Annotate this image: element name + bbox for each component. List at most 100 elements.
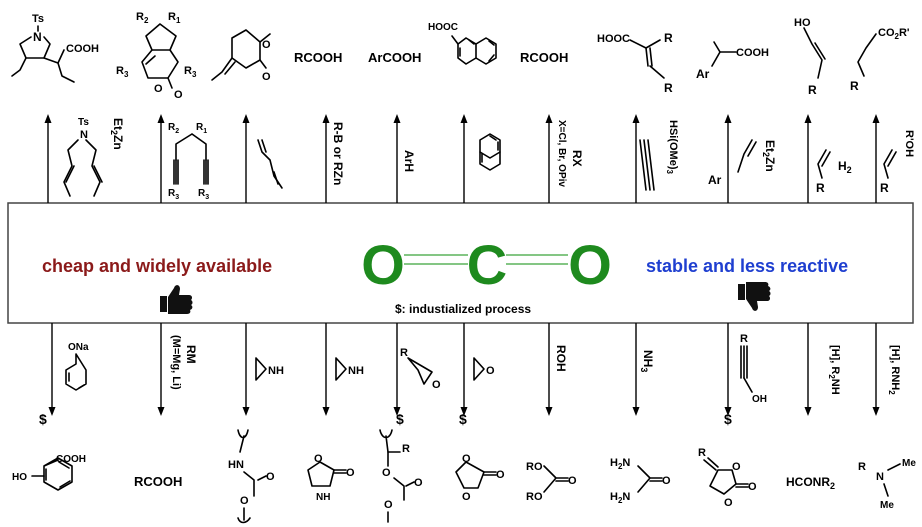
dollar-marker-3: $ bbox=[459, 411, 467, 427]
svg-text:RO: RO bbox=[526, 461, 543, 473]
svg-text:RM: RM bbox=[184, 345, 198, 364]
top-product-4: RCOOH bbox=[294, 50, 342, 65]
svg-text:R: R bbox=[400, 347, 408, 359]
svg-text:R: R bbox=[664, 31, 673, 45]
svg-text:NH: NH bbox=[316, 492, 330, 503]
dollar-marker-1: $ bbox=[39, 411, 47, 427]
bottom-reagent-1: ONa bbox=[65, 342, 89, 391]
svg-text:O: O bbox=[414, 477, 423, 489]
svg-text:O: O bbox=[384, 499, 393, 511]
top-product-11: CO2R' R bbox=[850, 27, 910, 93]
svg-text:Et2Zn: Et2Zn bbox=[761, 140, 777, 172]
svg-text:R: R bbox=[808, 83, 817, 97]
bottom-product-8-urea: H2N H2N O bbox=[610, 457, 671, 505]
top-product-3: O O bbox=[211, 29, 271, 83]
bottom-product-7-dialkyl-carbonate: RO RO O bbox=[526, 461, 577, 503]
svg-text:O: O bbox=[462, 453, 471, 465]
industrial-process-markers: $ $ $ $ bbox=[39, 411, 732, 427]
svg-text:R2: R2 bbox=[136, 11, 149, 25]
bottom-product-3-polyurethane: HN O O bbox=[228, 429, 275, 524]
top-reagent-10: R H2 bbox=[816, 149, 852, 195]
top-reagent-8: HSi(OMe)3 bbox=[639, 120, 679, 191]
svg-text:OH: OH bbox=[752, 394, 767, 405]
upward-arrows bbox=[44, 114, 880, 203]
svg-text:O: O bbox=[432, 379, 441, 391]
svg-text:Me: Me bbox=[880, 500, 894, 511]
bottom-reagent-7: ROH bbox=[554, 345, 568, 372]
svg-text:R3: R3 bbox=[198, 188, 209, 201]
svg-text:RO: RO bbox=[526, 491, 543, 503]
svg-text:Ts: Ts bbox=[32, 13, 44, 25]
svg-text:R1: R1 bbox=[196, 122, 207, 135]
svg-text:O: O bbox=[240, 495, 249, 507]
svg-text:O: O bbox=[266, 471, 275, 483]
svg-text:COOH: COOH bbox=[736, 47, 769, 59]
svg-text:R: R bbox=[880, 181, 889, 195]
svg-text:O: O bbox=[262, 71, 271, 83]
svg-text:COOH: COOH bbox=[56, 454, 86, 465]
bottom-reagent-9-propargyl-alcohol: R OH bbox=[740, 333, 767, 405]
svg-text:O: O bbox=[262, 39, 271, 51]
bottom-product-6-ethylene-carbonate: O O O bbox=[455, 453, 505, 503]
svg-text:Ar: Ar bbox=[696, 67, 710, 81]
svg-text:HN: HN bbox=[228, 459, 244, 471]
carbon-atom: C bbox=[467, 233, 507, 296]
svg-text:O: O bbox=[346, 467, 355, 479]
svg-text:RX: RX bbox=[570, 150, 584, 167]
svg-text:R3: R3 bbox=[116, 65, 129, 79]
svg-text:O: O bbox=[748, 481, 757, 493]
svg-text:N: N bbox=[80, 129, 88, 141]
svg-text:R: R bbox=[850, 79, 859, 93]
top-reagent-9: Ar Et2Zn bbox=[708, 139, 777, 187]
svg-text:R3: R3 bbox=[184, 65, 197, 79]
svg-text:O: O bbox=[462, 491, 471, 503]
co2-central-panel bbox=[7, 202, 914, 324]
downward-arrows bbox=[48, 323, 880, 416]
svg-text:Ts: Ts bbox=[78, 117, 89, 128]
bottom-reagent-4-aziridine: NH bbox=[335, 357, 364, 381]
svg-text:H2N: H2N bbox=[610, 491, 630, 505]
bottom-reagent-11: [H], RNH2 bbox=[887, 345, 901, 395]
svg-text:R: R bbox=[664, 81, 673, 95]
left-caption: cheap and widely available bbox=[42, 256, 272, 276]
svg-text:O: O bbox=[154, 83, 163, 95]
svg-text:O: O bbox=[174, 89, 183, 101]
bottom-reagent-8: NH3 bbox=[639, 350, 655, 372]
svg-text:R'OH: R'OH bbox=[903, 130, 915, 157]
svg-text:NH: NH bbox=[348, 365, 364, 377]
top-product-7: RCOOH bbox=[520, 50, 568, 65]
top-reagent-6-naphthalene bbox=[479, 133, 501, 171]
top-product-6: HOOC bbox=[428, 22, 497, 65]
bottom-product-4-oxazolidinone: O O NH bbox=[307, 453, 355, 503]
svg-text:(M=Mg, Li): (M=Mg, Li) bbox=[170, 335, 182, 390]
double-bond-right bbox=[506, 254, 568, 265]
svg-text:HOOC: HOOC bbox=[597, 33, 630, 45]
top-product-5: ArCOOH bbox=[368, 50, 421, 65]
dollar-marker-2: $ bbox=[396, 411, 404, 427]
svg-text:X=Cl, Br, OPiv: X=Cl, Br, OPiv bbox=[556, 120, 567, 187]
svg-text:N: N bbox=[876, 471, 884, 483]
footnote: $: industialized process bbox=[395, 302, 531, 316]
top-product-2: R2 R1 R3 R3 O O bbox=[116, 11, 197, 101]
svg-text:HO: HO bbox=[794, 17, 811, 29]
svg-text:R2: R2 bbox=[168, 122, 179, 135]
top-product-1: Ts N COOH bbox=[11, 13, 99, 83]
top-reagent-7: RX X=Cl, Br, OPiv bbox=[556, 120, 584, 187]
top-reagent-4: R-B or RZn bbox=[331, 122, 345, 185]
thumbs-down-icon bbox=[738, 282, 771, 311]
top-reagent-1: Ts N Et2Zn bbox=[63, 117, 125, 197]
svg-text:R: R bbox=[858, 461, 866, 473]
bottom-product-9-alkylidene-carbonate: R O O O bbox=[698, 447, 757, 509]
svg-text:COOH: COOH bbox=[66, 43, 99, 55]
bottom-product-10-formamide: HCONR2 bbox=[786, 475, 835, 491]
svg-text:N: N bbox=[33, 30, 42, 44]
svg-text:O: O bbox=[314, 453, 323, 465]
oxygen-atom-left: O bbox=[361, 233, 405, 296]
bottom-product-1-salicylic-acid: COOH HO bbox=[12, 454, 86, 491]
svg-text:O: O bbox=[568, 475, 577, 487]
svg-text:HSi(OMe)3: HSi(OMe)3 bbox=[665, 120, 679, 175]
right-caption: stable and less reactive bbox=[646, 256, 848, 276]
co2-molecule: O C O bbox=[361, 233, 612, 296]
bottom-reagent-10: [H], R2NH bbox=[827, 345, 841, 395]
